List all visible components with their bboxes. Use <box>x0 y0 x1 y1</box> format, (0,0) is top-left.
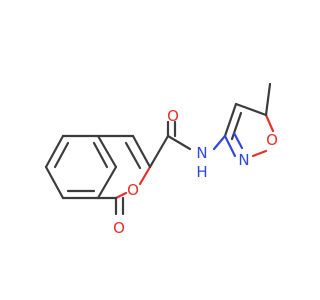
atom-label-o: O <box>167 107 179 125</box>
bond <box>114 191 128 200</box>
benzene-ring <box>44 134 118 200</box>
bond <box>131 134 152 169</box>
atom-label-o: O <box>113 219 125 237</box>
bond <box>44 134 65 169</box>
atom-label-h: H <box>196 163 207 181</box>
bond <box>166 134 192 151</box>
atom-label-n: N <box>196 144 207 162</box>
bond <box>251 149 268 158</box>
bond <box>264 82 272 117</box>
atom-label-o: O <box>127 181 139 199</box>
bond <box>148 134 170 169</box>
bond <box>96 134 118 169</box>
atom-label-n: N <box>238 151 249 169</box>
bond <box>234 102 268 117</box>
bond <box>124 141 142 170</box>
bond <box>230 111 243 141</box>
molecule-structure: O N H O O N O <box>44 82 278 237</box>
bond <box>138 165 152 186</box>
amide-group <box>148 120 227 169</box>
bond <box>212 134 227 151</box>
bond <box>53 141 70 169</box>
isoxazole-ring <box>223 82 275 158</box>
bond <box>44 165 65 200</box>
pyranone-ring <box>96 134 152 216</box>
bond <box>96 165 118 200</box>
bond <box>264 113 275 133</box>
bond <box>232 131 244 150</box>
bond <box>223 134 237 158</box>
bond <box>92 141 109 169</box>
atom-label-o: O <box>266 131 278 149</box>
bond <box>223 102 238 138</box>
